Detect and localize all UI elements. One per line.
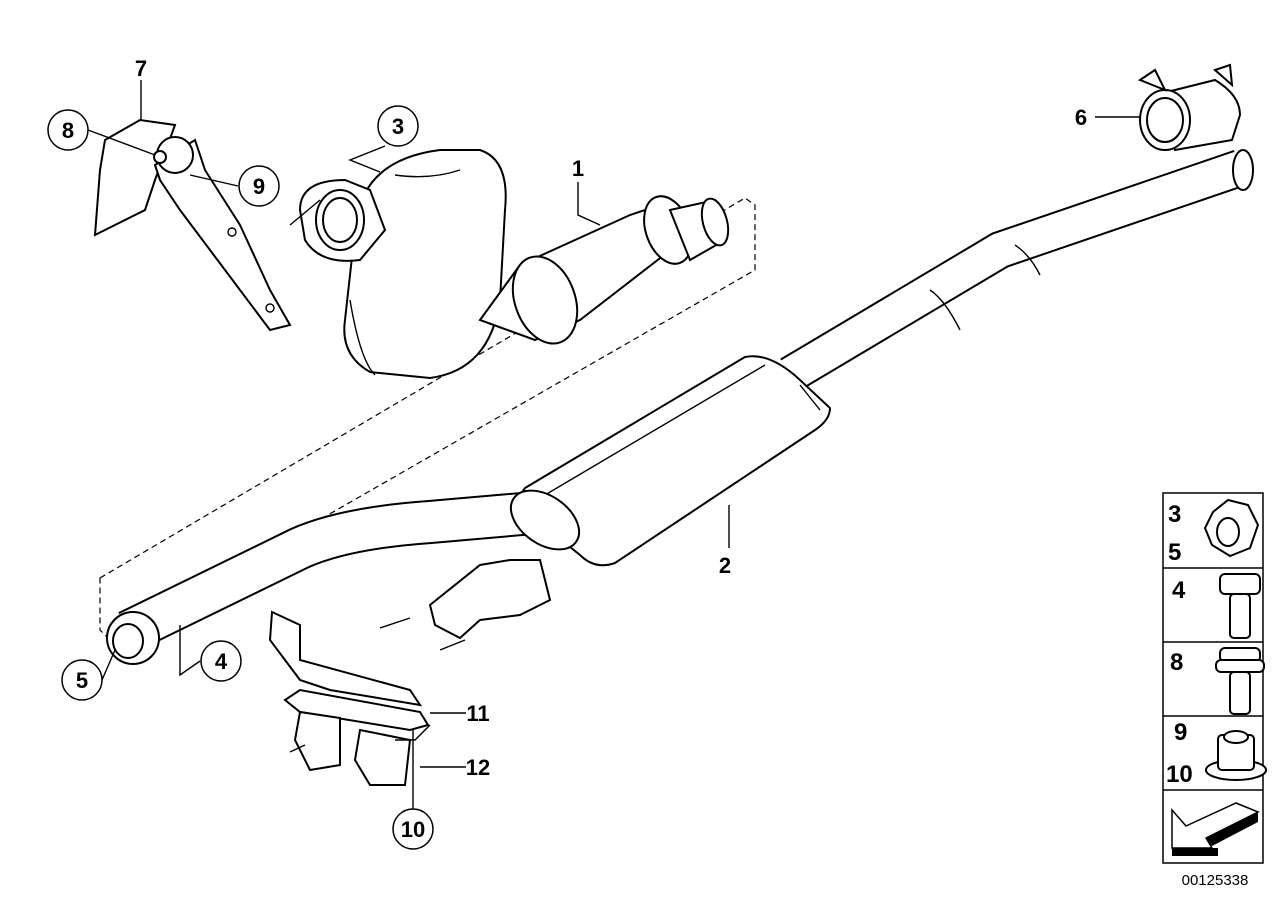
legend-row-flange-bolt[interactable]: 8 <box>1170 647 1265 715</box>
callout-9-label: 9 <box>253 174 265 199</box>
callout-12[interactable]: 12 <box>466 755 490 780</box>
callout-8[interactable]: 8 <box>47 109 89 151</box>
callout-9[interactable]: 9 <box>238 165 280 207</box>
legend-label: 10 <box>1166 761 1193 788</box>
callout-4-label: 4 <box>215 649 228 674</box>
callout-7[interactable]: 7 <box>135 56 147 81</box>
legend-label: 9 <box>1174 719 1187 746</box>
callout-2[interactable]: 2 <box>719 553 731 578</box>
front-pipe <box>106 490 547 665</box>
mounting-bracket <box>93 118 292 332</box>
callout-10[interactable]: 10 <box>392 808 434 850</box>
pipe-hanger <box>428 559 552 640</box>
callout-5[interactable]: 5 <box>61 659 103 701</box>
callout-5-label: 5 <box>76 668 88 693</box>
callout-8-label: 8 <box>62 118 74 143</box>
callout-6[interactable]: 6 <box>1075 105 1087 130</box>
direction-arrow-icon[interactable] <box>1171 802 1260 856</box>
leader-lines <box>87 80 1140 810</box>
support-bracket <box>268 610 431 786</box>
legend-row-nut[interactable]: 3 5 <box>1168 498 1260 566</box>
diagram-code: 00125338 <box>1182 872 1249 889</box>
rear-pipe <box>780 149 1254 392</box>
callout-11[interactable]: 11 <box>466 701 489 726</box>
hex-bolt-icon <box>1219 573 1261 639</box>
assembly-guide-line <box>99 197 756 641</box>
legend-row-flange-nut[interactable]: 9 10 <box>1166 719 1267 788</box>
hex-nut-icon <box>1203 498 1260 558</box>
flange-nut-icon <box>1205 730 1267 781</box>
legend-label: 3 <box>1168 501 1181 528</box>
callout-4[interactable]: 4 <box>200 640 242 682</box>
legend-label: 8 <box>1170 649 1183 676</box>
flange-bolt-icon <box>1215 647 1265 715</box>
callout-1[interactable]: 1 <box>572 156 584 181</box>
callout-3-label: 3 <box>392 114 404 139</box>
center-muffler <box>509 355 832 567</box>
callout-3[interactable]: 3 <box>377 105 419 147</box>
hardware-legend: 3 5 4 8 9 10 <box>1162 492 1267 864</box>
legend-label: 5 <box>1168 539 1181 566</box>
legend-row-hex-bolt[interactable]: 4 <box>1172 573 1261 639</box>
callout-10-label: 10 <box>401 817 425 842</box>
legend-label: 4 <box>1172 577 1186 604</box>
pipe-clamp <box>1137 63 1242 152</box>
particulate-filter <box>298 149 730 380</box>
